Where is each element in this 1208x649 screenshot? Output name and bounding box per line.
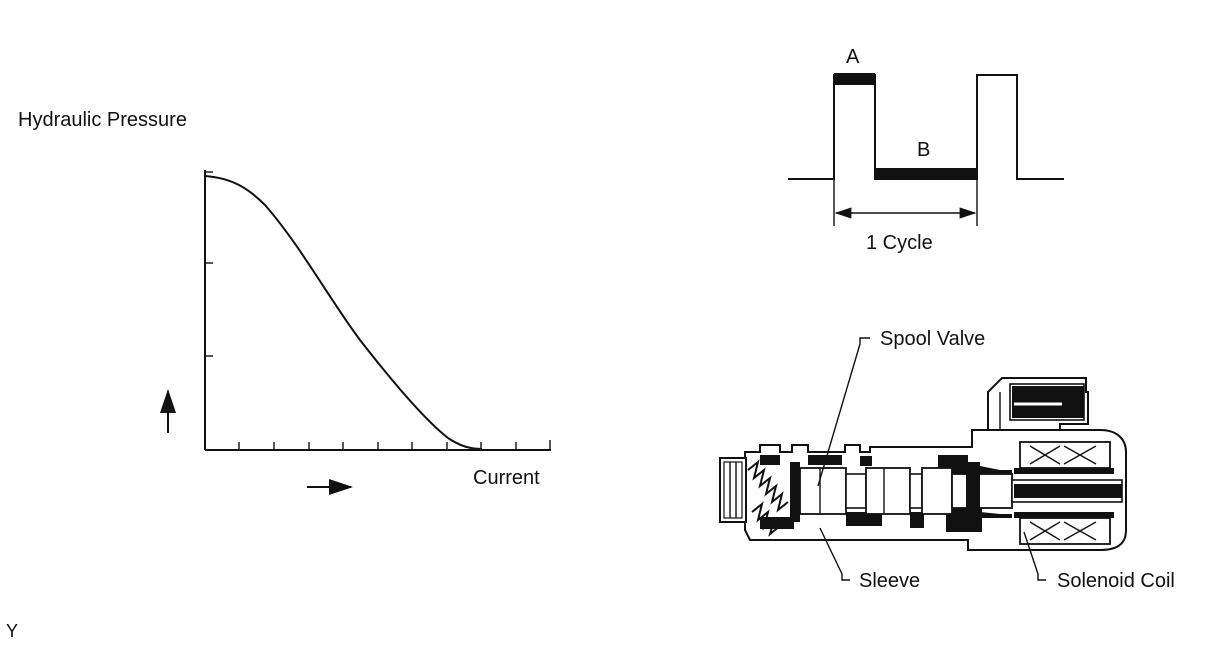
valve-body [744,429,1127,551]
sleeve-leader [819,527,850,581]
end-cap [719,457,747,523]
waveform-line [788,74,1064,180]
cycle-label: 1 Cycle [866,232,933,254]
figure-code: Y [6,621,18,641]
spool-valve-label: Spool Valve [880,328,985,350]
plunger [951,462,1123,522]
spool-valve-leader [817,337,870,487]
sleeve-label: Sleeve [859,570,920,592]
pressure-current-graph: Hydraulic Pressure Current [18,109,551,495]
on-period-bar [834,73,875,85]
solenoid-valve-cutaway: Spool Valve Sleeve Solenoid Coil [719,328,1175,592]
connector-housing [987,377,1089,431]
solenoid-coil [1014,441,1114,545]
label-a: A [846,46,860,68]
spool [799,467,953,515]
pressure-curve [204,175,483,450]
label-b: B [917,139,930,161]
y-ticks [205,171,213,357]
y-axis-label: Hydraulic Pressure [18,109,187,131]
solenoid-coil-label: Solenoid Coil [1057,570,1175,592]
x-ticks [238,440,551,450]
solenoid-coil-leader [1023,531,1046,581]
off-period-bar [875,168,977,179]
duty-cycle-waveform: A B 1 Cycle [788,46,1064,254]
x-axis-label: Current [473,467,540,489]
